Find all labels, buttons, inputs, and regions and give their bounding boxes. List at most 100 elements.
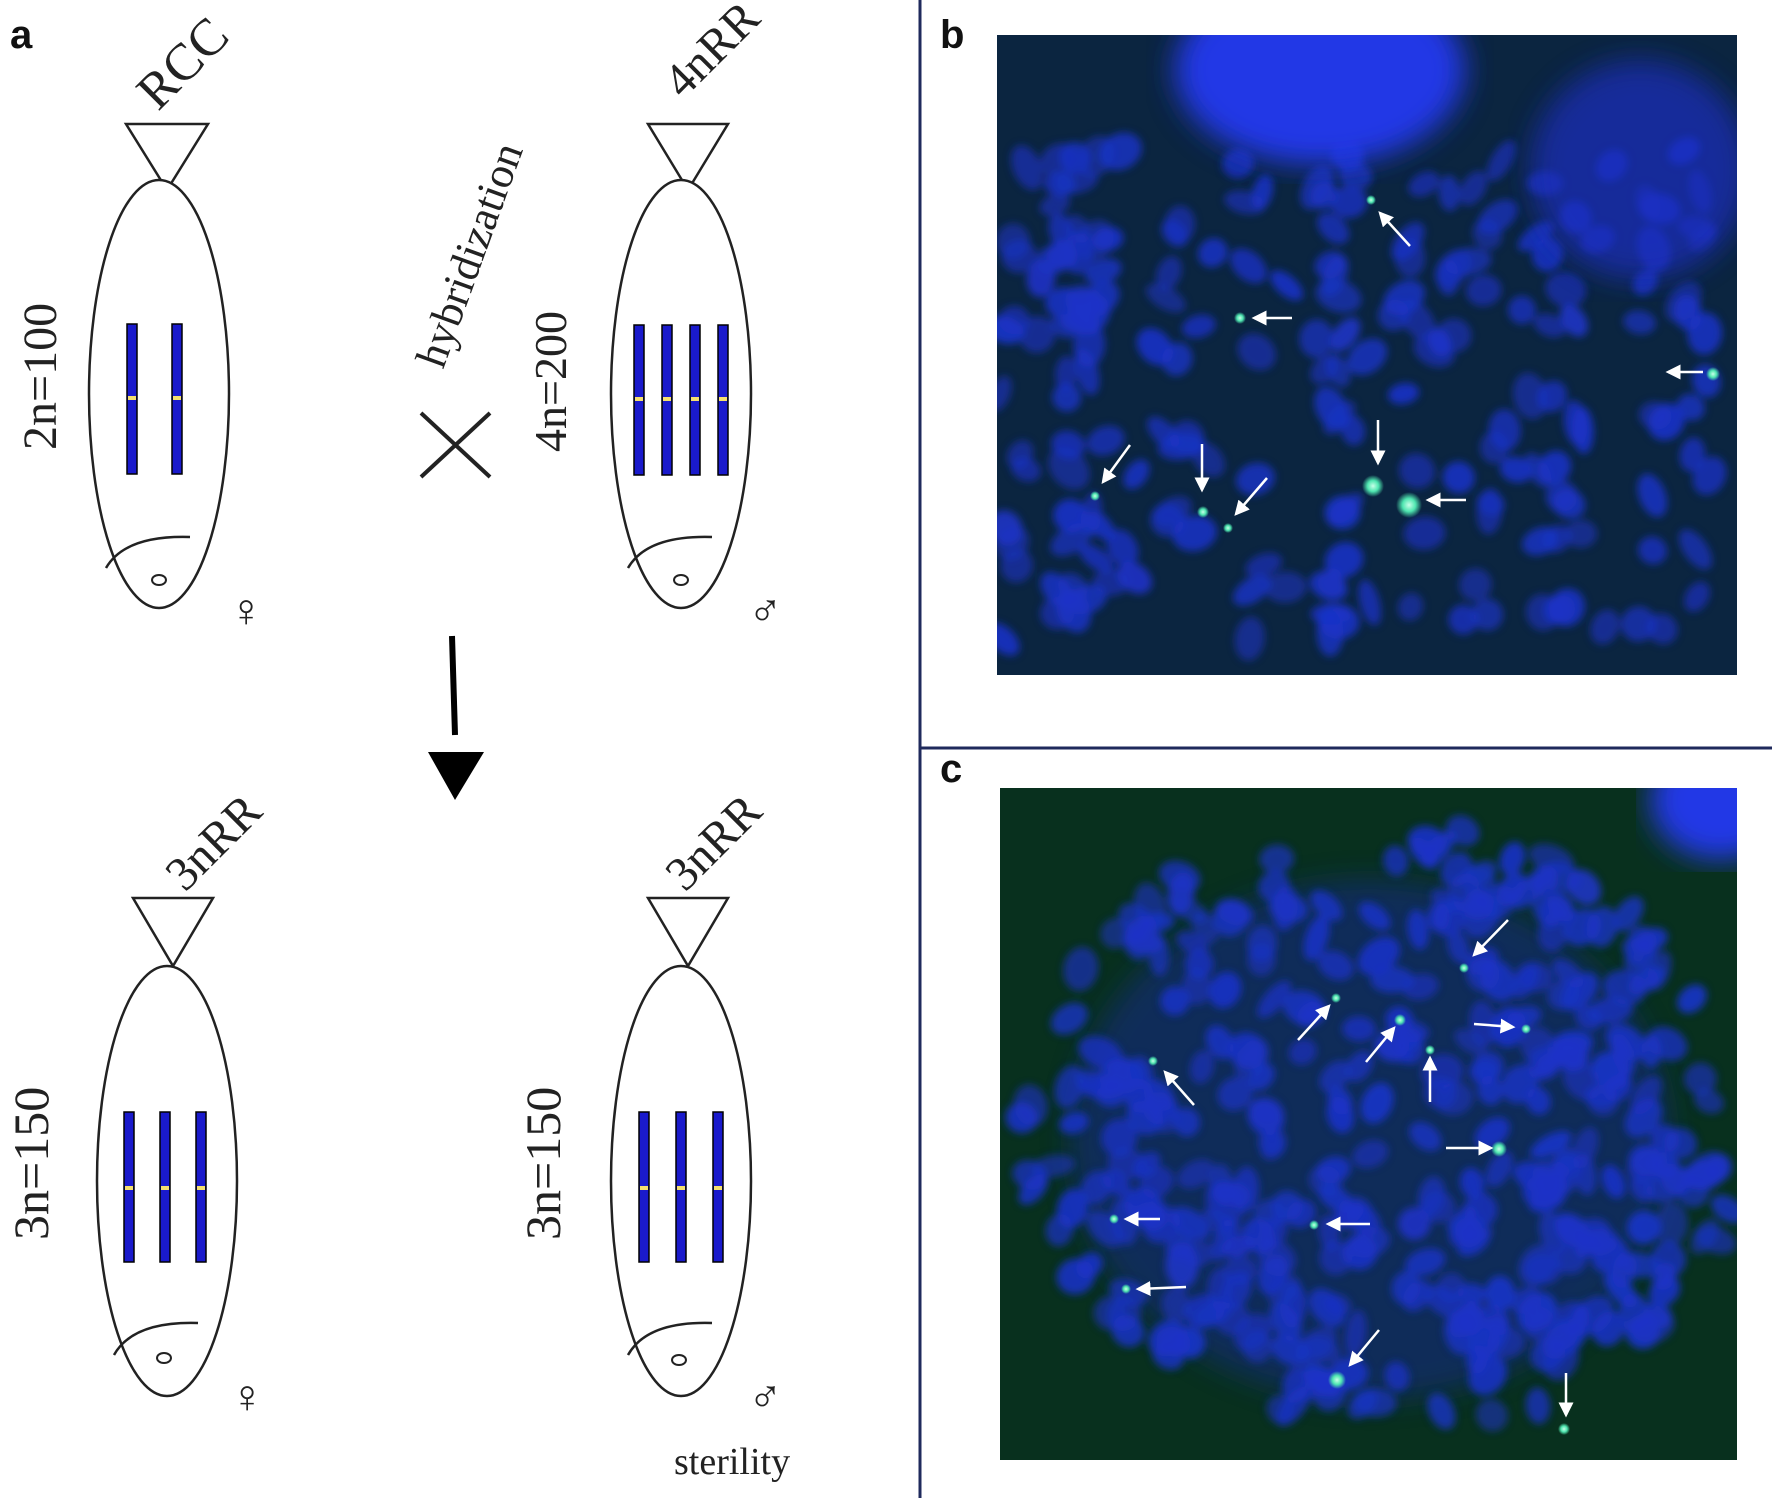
chromosome-dapi	[1323, 400, 1356, 435]
chromosome-dapi	[1562, 1058, 1602, 1101]
chromosome-dapi	[1454, 1028, 1486, 1055]
fish-3nrr-male-chromosomes	[638, 1111, 724, 1263]
centromere-band	[640, 1186, 648, 1190]
chromosome-dapi	[998, 305, 1030, 335]
chromosome-dapi	[1237, 333, 1276, 371]
chromosome-dapi	[1542, 594, 1576, 625]
chromosome-dapi	[1564, 519, 1598, 548]
chromosome-dapi	[1170, 1206, 1211, 1241]
chromosome-dapi	[1258, 870, 1290, 902]
chromosome-dapi	[1563, 400, 1588, 446]
chromosome-dapi	[1605, 1023, 1647, 1061]
chromosome-dapi	[1084, 258, 1122, 285]
fish-4nrr-eye	[673, 574, 689, 586]
chromosome-dapi	[1146, 283, 1186, 313]
chromosome-dapi	[1465, 274, 1502, 307]
centromere-band	[161, 1186, 169, 1190]
chromosome-dapi	[1370, 966, 1415, 993]
chromosome-dapi	[1683, 1062, 1717, 1096]
chromosome-dapi	[1031, 1154, 1075, 1178]
chromosome-dapi	[1477, 1075, 1503, 1106]
chromosome-dapi	[1352, 1139, 1389, 1169]
chromosome-dapi	[1327, 492, 1364, 526]
chromosome-dapi	[1106, 529, 1139, 567]
fish-signal	[1121, 1284, 1131, 1294]
chromosome-dapi	[1076, 1252, 1103, 1279]
chromosome-dapi	[1059, 142, 1092, 174]
centromere-band	[691, 397, 699, 401]
chromosome-dapi	[1197, 238, 1228, 268]
nuclei-cluster	[997, 132, 1727, 661]
chromosome-dapi	[1056, 588, 1092, 633]
chromosome-dapi	[1189, 1050, 1215, 1084]
chromosome-dapi	[1665, 281, 1702, 323]
chromosome-dapi	[1398, 453, 1436, 489]
chromosome-dapi	[1459, 568, 1492, 602]
panel-a: a RCC 2n=100 ♀ hybridization 4nRR	[3, 0, 790, 1483]
chromosome-dapi	[1172, 1107, 1201, 1137]
chromosome-dapi	[1234, 616, 1265, 661]
chromosome-dapi	[1310, 890, 1343, 921]
chromosome-dapi	[1357, 936, 1400, 976]
chromosome-dapi	[1499, 456, 1533, 483]
chromosome-dapi	[1050, 522, 1093, 557]
chromosome-dapi	[1091, 569, 1129, 596]
chromosome-dapi	[1466, 1344, 1488, 1374]
chromosome-dapi	[1247, 1097, 1285, 1129]
signal-arrows	[1123, 919, 1574, 1418]
chromosome-dapi	[1326, 1096, 1355, 1134]
chromosome-dapi	[1065, 285, 1095, 315]
fish-signal	[1706, 367, 1720, 381]
fish-rcc-body	[87, 178, 231, 610]
chromosome-dapi	[1638, 536, 1668, 565]
chromosome-dapi	[1692, 456, 1727, 496]
chromosome-dapi	[1446, 1215, 1493, 1242]
fish-3nrr-female: 3nRR 3n=150 ♀	[3, 784, 272, 1422]
centromere-band	[635, 397, 643, 401]
chromosome-dapi	[1268, 893, 1308, 923]
chromosome-dapi	[1039, 193, 1071, 217]
signal-arrow	[1472, 919, 1509, 957]
chromosome-dapi	[1647, 403, 1685, 441]
chromosome-dapi	[1613, 896, 1644, 932]
chromosome-dapi	[1603, 1073, 1633, 1102]
chromosome-dapi	[1056, 1188, 1089, 1229]
chromosome-dapi	[997, 375, 1012, 412]
chromosome-dapi	[1184, 949, 1214, 979]
fish-signal	[1362, 475, 1384, 497]
chromosome-dapi	[1264, 571, 1307, 603]
chromosome-dapi	[1054, 1065, 1085, 1109]
chromosome-dapi	[1063, 946, 1099, 992]
chromosome-dapi	[1574, 1217, 1611, 1249]
chromosome-dapi	[1314, 251, 1347, 279]
chromosome-dapi	[1678, 529, 1713, 570]
chromosome-dapi	[1257, 980, 1292, 1019]
chromosome-dapi	[1485, 1150, 1514, 1188]
fish-3nrr-female-eye	[156, 1352, 172, 1364]
chromosome-dapi	[1427, 1393, 1456, 1430]
chromosome-dapi	[1524, 1253, 1563, 1285]
chromosome-dapi	[1475, 1398, 1508, 1432]
fish-3nrr-male-tail	[645, 896, 731, 969]
chromosome-dapi	[1507, 295, 1536, 325]
chromosome-dapi	[1398, 1207, 1431, 1240]
fish-micrograph-b	[997, 35, 1737, 675]
chromosome-dapi	[997, 622, 1020, 656]
chromosome-dapi	[1164, 205, 1196, 244]
fish-3nrr-male-gill	[626, 1321, 713, 1356]
fish-3nrr-male-name: 3nRR	[655, 784, 772, 901]
fish-signal	[1521, 1024, 1531, 1034]
centromere-band	[719, 397, 727, 401]
chromosome-dapi	[1476, 488, 1503, 535]
chromosome-dapi	[1525, 1387, 1551, 1425]
fish-4nrr-ploidy: 4n=200	[525, 311, 576, 452]
fish-signal	[1197, 506, 1209, 518]
chromosome-dapi	[1269, 1302, 1303, 1343]
signal-arrows	[1101, 211, 1703, 516]
female-symbol: ♀	[230, 1371, 265, 1422]
panel-c-letter: c	[940, 747, 962, 791]
fish-signal	[1234, 312, 1246, 324]
signals	[1090, 195, 1720, 533]
chromosome-dapi	[1444, 247, 1492, 276]
chromosome-dapi	[1512, 963, 1540, 999]
